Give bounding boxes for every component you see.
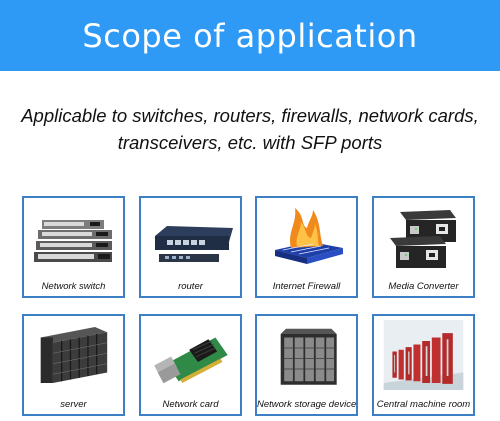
card-media-converter: Media Converter [372,196,475,298]
card-network-storage-device: Network storage device [255,314,358,416]
media-converter-icon [390,210,456,268]
card-server: server [22,314,125,416]
storage-device-icon [280,328,337,385]
card-label: Network card [162,399,219,410]
router-icon [155,226,233,262]
card-label: Network switch [41,281,106,292]
card-label: Network storage device [257,399,357,410]
card-label: Central machine room [376,399,471,410]
card-router: router [139,196,242,298]
card-label: server [60,399,87,410]
card-label: Internet Firewall [272,281,341,292]
card-network-switch: Network switch [22,196,125,298]
card-label: Media Converter [388,281,459,292]
card-label: router [178,281,203,292]
description-line-2: transceivers, etc. with SFP ports [117,132,383,153]
card-network-card: Network card [139,314,242,416]
page-title: Scope of application [82,16,418,55]
card-central-machine-room: Central machine room [372,314,475,416]
card-internet-firewall: Internet Firewall [255,196,358,298]
server-rack-icon [40,327,108,383]
title-banner: Scope of application [0,0,500,71]
description: Applicable to switches, routers, firewal… [0,102,500,156]
network-card-icon [154,337,228,384]
network-switch-icon [34,220,112,262]
firewall-icon [275,208,343,264]
machine-room-icon [383,320,464,390]
description-line-1: Applicable to switches, routers, firewal… [21,105,479,126]
